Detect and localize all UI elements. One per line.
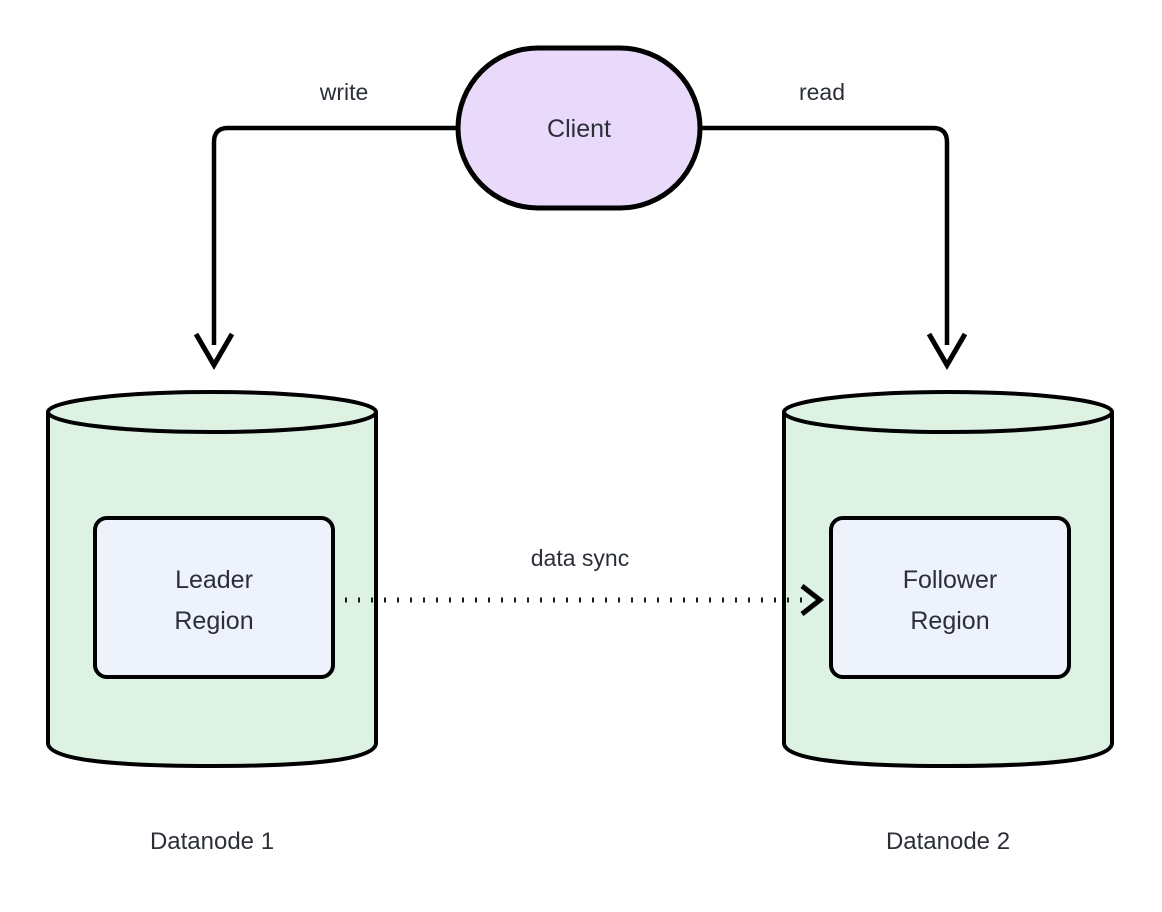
leader-region-label-line1: Leader <box>175 566 253 594</box>
leader-region-box <box>93 516 335 679</box>
datanode-1-cylinder-top <box>46 390 378 434</box>
edge-read-arrowhead <box>926 332 968 370</box>
leader-region-label-line2: Region <box>174 607 253 635</box>
edge-write-arrowhead <box>193 332 235 370</box>
client-label: Client <box>547 115 611 143</box>
datanode-2-follower-region[interactable]: Follower Region <box>829 516 1071 679</box>
follower-region-box <box>829 516 1071 679</box>
edge-data-sync <box>345 584 825 616</box>
edge-write <box>193 125 458 370</box>
client-shape <box>455 45 703 211</box>
datanode-1-caption: Datanode 1 <box>150 828 274 855</box>
datanode-2-cylinder-top <box>782 390 1114 434</box>
edge-read-label: read <box>799 79 845 105</box>
datanode-2-caption: Datanode 2 <box>886 828 1010 855</box>
edge-write-path <box>211 125 458 345</box>
follower-region-label-line1: Follower <box>903 566 997 594</box>
node-datanode-1[interactable]: Leader Region <box>46 390 378 768</box>
node-client[interactable]: Client <box>455 45 703 211</box>
edge-data-sync-arrowhead <box>800 584 825 616</box>
datanode-1-leader-region[interactable]: Leader Region <box>93 516 335 679</box>
edge-data-sync-label: data sync <box>531 545 629 571</box>
edge-read-path <box>700 125 950 345</box>
follower-region-label-line2: Region <box>910 607 989 635</box>
edge-write-label: write <box>319 79 369 105</box>
node-datanode-2[interactable]: Follower Region <box>782 390 1114 768</box>
edge-read <box>700 125 968 370</box>
